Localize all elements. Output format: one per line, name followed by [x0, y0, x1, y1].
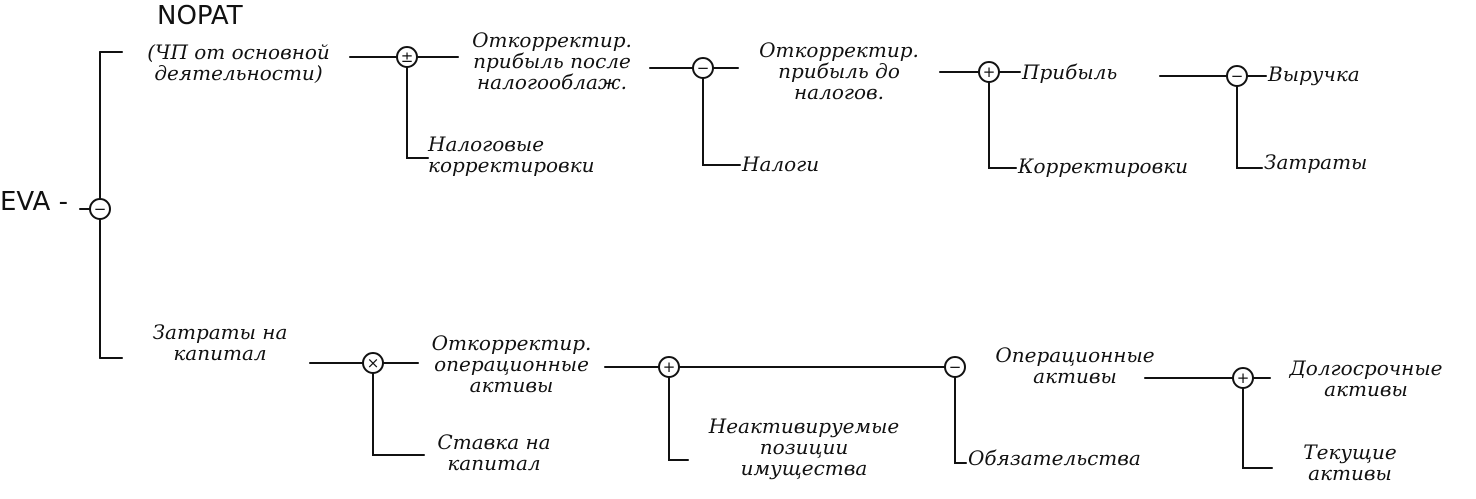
nopat-title: NOPAT: [157, 1, 243, 31]
long-term-assets-label: Долгосрочные активы: [1289, 356, 1443, 401]
operating-assets-label: Операционные активы: [995, 343, 1155, 388]
multiply-operator: ×: [362, 352, 384, 374]
op3-to-adjustments: [988, 82, 1017, 169]
capital-rate-label: Ставка на капитал: [437, 430, 551, 475]
current-assets-label: Текущие активы: [1303, 440, 1397, 485]
nopat-label: (ЧП от основной деятельности): [147, 40, 330, 85]
op4-to-costs: [1236, 86, 1263, 169]
costs-label: Затраты: [1264, 150, 1368, 174]
plus-minus-operator: ±: [396, 46, 418, 68]
plus-operator-current: +: [1232, 367, 1254, 389]
op6-to-non-activated: [668, 377, 689, 461]
taxes-label: Налоги: [742, 152, 820, 176]
minus-operator-liabilities: −: [944, 356, 966, 378]
op7-to-liabilities: [954, 377, 967, 464]
capital-costs-label: Затраты на капитал: [152, 320, 288, 365]
minus-operator-taxes: −: [692, 57, 714, 79]
eva-label: EVA -: [0, 187, 68, 217]
op1-to-tax-adj: [406, 67, 429, 159]
profit-label: Прибыль: [1022, 60, 1118, 84]
op2-to-taxes: [702, 78, 741, 166]
root-minus-operator: −: [89, 198, 111, 220]
adjustments-label: Корректировки: [1018, 154, 1189, 178]
op8-to-current: [1242, 388, 1273, 469]
plus-operator-assets: +: [658, 356, 680, 378]
adj-profit-before-tax-label: Откорректир. прибыль до налогов.: [759, 38, 919, 104]
op5-to-capital-rate: [372, 373, 425, 456]
revenue-label: Выручка: [1268, 62, 1360, 86]
adj-profit-after-tax-label: Откорректир. прибыль после налогооблаж.: [472, 28, 632, 94]
minus-operator-costs: −: [1226, 65, 1248, 87]
plus-operator-profit: +: [978, 61, 1000, 83]
non-activated-label: Неактивируемые позиции имущества: [708, 414, 900, 480]
tax-adjustments-label: Налоговые корректировки: [428, 132, 595, 177]
liabilities-label: Обязательства: [968, 446, 1141, 470]
adj-operating-assets-label: Откорректир. операционные активы: [431, 331, 592, 397]
